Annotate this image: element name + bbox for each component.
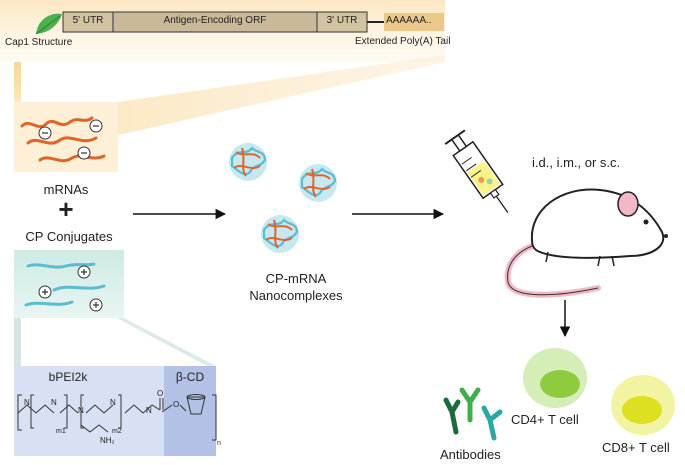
cd4-label: CD4+ T cell — [511, 412, 579, 427]
cyclodextrin-cup-icon — [186, 396, 206, 415]
nanocomplex-particle — [299, 164, 337, 202]
antibody-group — [443, 387, 503, 441]
cp-conjugates-label: CP Conjugates — [25, 229, 113, 244]
cp-conjugate-box — [14, 250, 124, 318]
zoom-beam — [118, 55, 445, 135]
bcd-label: β-CD — [175, 370, 205, 384]
polya-box — [384, 13, 444, 31]
nanocomplex-particle — [229, 143, 267, 181]
orf-label: Antigen-Encoding ORF — [163, 15, 267, 26]
mrna-strand-1 — [20, 116, 94, 129]
polymer-strand-2 — [52, 284, 106, 292]
polya-tail-label: Extended Poly(A) Tail — [355, 36, 451, 47]
chem-beam — [117, 318, 216, 366]
nh-label: N — [146, 406, 152, 415]
mrna-strand-2 — [26, 136, 98, 145]
antibody-icon — [481, 405, 503, 441]
mrna-construct-panel — [0, 0, 445, 62]
plus-sign: + — [58, 194, 74, 224]
n-subscript-label: n — [217, 440, 221, 447]
chemical-structure — [14, 366, 217, 456]
injection-route-label: i.d., i.m., or s.c. — [532, 155, 621, 170]
cd4-cell-nucleus — [540, 370, 580, 398]
conjugate-box-background — [14, 250, 124, 318]
n-label: N — [78, 406, 84, 415]
mouse-ear — [617, 191, 639, 217]
cd8-cell-nucleus — [622, 396, 662, 424]
nh-label: N — [51, 398, 57, 407]
polymer-strand-3 — [24, 300, 74, 307]
nh-label: N — [110, 398, 116, 407]
cap1-leaf-vein — [35, 15, 61, 35]
cd8-label: CD8+ T cell — [602, 440, 670, 455]
antibody-icon — [443, 397, 461, 435]
ester-o-label: O — [173, 400, 180, 409]
chem-stem — [14, 318, 21, 366]
cap1-label: Cap1 Structure — [5, 37, 73, 48]
mrna-box — [14, 102, 118, 172]
m1-label: m1 — [56, 428, 66, 435]
cd8-t-cell — [611, 375, 675, 435]
bpei2k-label: bPEI2k — [48, 370, 88, 384]
antibody-icon — [459, 387, 481, 423]
mouse-icon — [504, 188, 668, 298]
carbonyl-o-label: O — [157, 389, 164, 398]
nanocomplex-particle — [261, 215, 299, 253]
nanocomplex-label-line2: Nanocomplexes — [249, 288, 343, 303]
nh2-label: NH₂ — [100, 436, 115, 445]
utr3-label: 3' UTR — [326, 15, 358, 26]
mrnas-label: mRNAs — [43, 182, 89, 197]
mouse-eye — [643, 219, 649, 225]
mouse-nose — [664, 234, 668, 238]
utr5-label: 5' UTR — [72, 15, 104, 26]
nanocomplex-label-line1: CP-mRNA — [265, 271, 327, 286]
polya-label: AAAAAA.. — [386, 15, 432, 26]
polymer-strand-1 — [26, 262, 96, 269]
mouse-body — [530, 188, 665, 259]
mrna-strand-3 — [38, 154, 106, 163]
nh-label: N — [24, 398, 30, 407]
antibodies-label: Antibodies — [440, 447, 501, 462]
cd4-t-cell — [523, 348, 587, 408]
zoom-stem — [14, 62, 21, 102]
m2-label: m2 — [112, 428, 122, 435]
syringe-icon — [444, 129, 509, 213]
cyclodextrin-cup-rim — [186, 394, 206, 400]
nanocomplex-group — [229, 143, 337, 253]
